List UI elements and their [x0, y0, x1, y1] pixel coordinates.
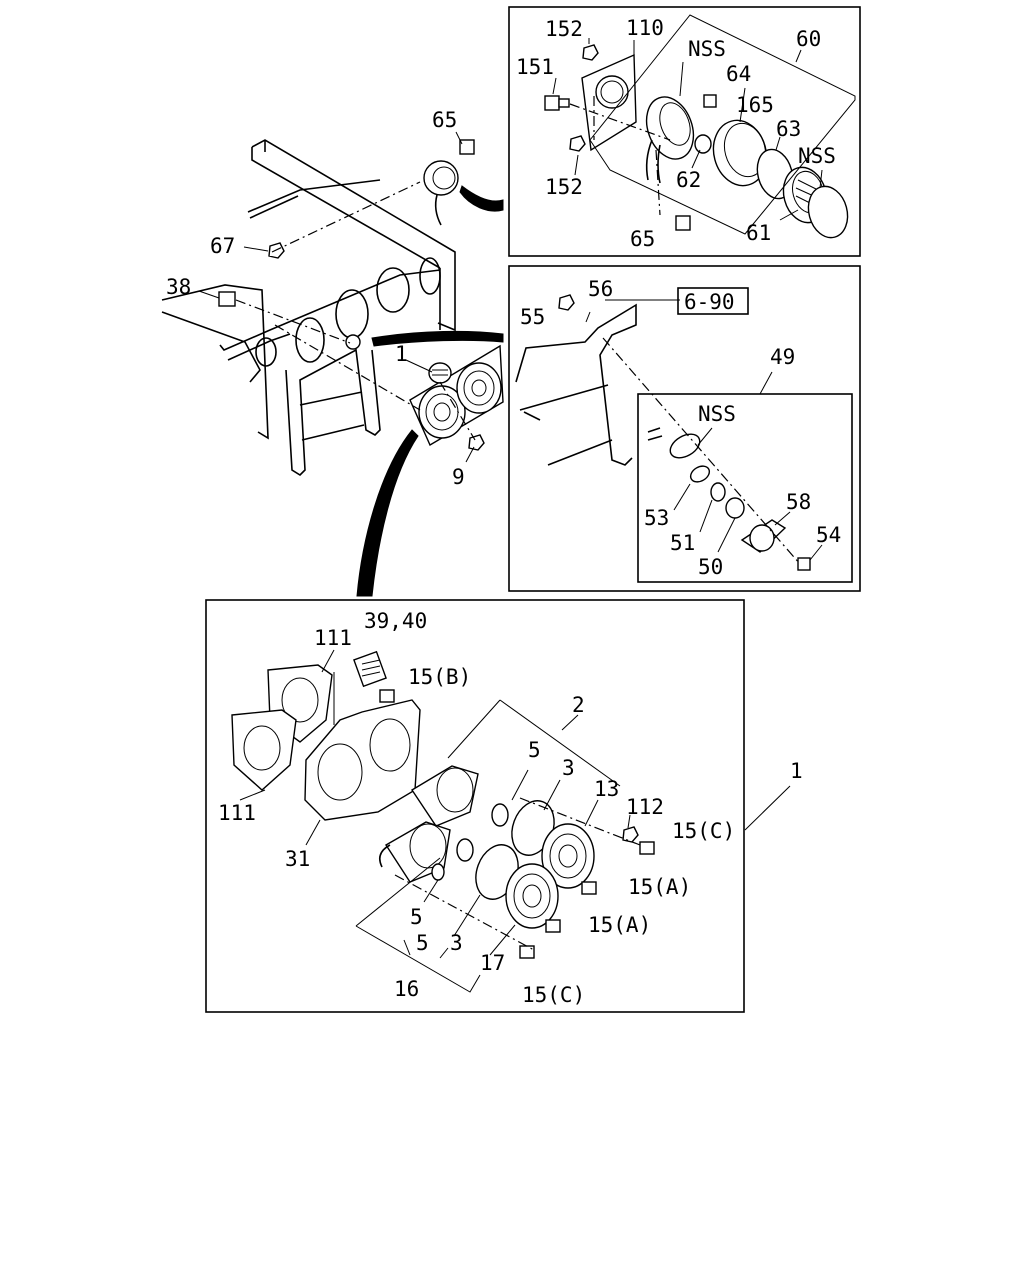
callout-112: 112 [626, 795, 664, 819]
callout-nss: NSS [698, 402, 736, 426]
screw-icon [639, 841, 655, 855]
callout-67: 67 [210, 234, 235, 258]
callout-1: 1 [395, 342, 408, 366]
callout-5: 5 [416, 931, 429, 955]
callout-1: 1 [790, 759, 803, 783]
callout-65: 65 [432, 108, 457, 132]
callout-62: 62 [676, 168, 701, 192]
callout-63: 63 [776, 117, 801, 141]
screw-icon [703, 94, 717, 108]
callout-65: 65 [630, 227, 655, 251]
callout-111: 111 [314, 626, 352, 650]
detail-box-lamp-60 [508, 6, 861, 257]
reference-6-90: 6-90 [684, 290, 735, 314]
bolt-icon [675, 215, 691, 231]
callout-5: 5 [528, 738, 541, 762]
screw-icon [581, 881, 597, 895]
callout-15c: 15(C) [522, 983, 585, 1007]
callout-38: 38 [166, 275, 191, 299]
callout-165: 165 [736, 93, 774, 117]
callout-5: 5 [410, 905, 423, 929]
callout-55: 55 [520, 305, 545, 329]
callout-labels: 152 110 151 60 NSS 64 165 63 NSS 62 152 … [166, 16, 841, 1007]
callout-16: 16 [394, 977, 419, 1001]
bolt-icon [459, 139, 475, 155]
nut-icon [622, 826, 639, 843]
callout-nss: NSS [688, 37, 726, 61]
callout-50: 50 [698, 555, 723, 579]
callout-58: 58 [786, 490, 811, 514]
callout-152: 152 [545, 17, 583, 41]
screw-icon [379, 689, 395, 703]
detail-box-lamp-49 [508, 265, 861, 592]
nut-icon [569, 135, 586, 152]
reference-box [677, 287, 749, 315]
callout-31: 31 [285, 847, 310, 871]
nut-icon [468, 434, 485, 451]
screw-icon [519, 945, 535, 959]
callout-3: 3 [450, 931, 463, 955]
callout-15b: 15(B) [408, 665, 471, 689]
callout-110: 110 [626, 16, 664, 40]
callout-nss: NSS [798, 144, 836, 168]
nut-icon [558, 294, 575, 311]
chassis-frame [161, 131, 504, 597]
bolt-icon [218, 291, 236, 307]
callout-61: 61 [746, 221, 771, 245]
callout-54: 54 [816, 523, 841, 547]
screw-icon [545, 919, 561, 933]
callout-49: 49 [770, 345, 795, 369]
callout-56: 56 [588, 277, 613, 301]
callout-60: 60 [796, 27, 821, 51]
callout-15a: 15(A) [588, 913, 651, 937]
callout-64: 64 [726, 62, 751, 86]
callout-151: 151 [516, 55, 554, 79]
callout-3: 3 [562, 756, 575, 780]
callout-2: 2 [572, 693, 585, 717]
callout-39-40: 39,40 [364, 609, 427, 633]
callout-17: 17 [480, 951, 505, 975]
callout-53: 53 [644, 506, 669, 530]
callout-152: 152 [545, 175, 583, 199]
callout-15a: 15(A) [628, 875, 691, 899]
screw-icon [797, 557, 811, 571]
bolt-icon [544, 95, 570, 111]
nut-icon [582, 44, 599, 61]
callout-9: 9 [452, 465, 465, 489]
callout-15c: 15(C) [672, 819, 735, 843]
detail-box-lamp-1 [205, 599, 791, 1013]
callout-13: 13 [594, 777, 619, 801]
callout-51: 51 [670, 531, 695, 555]
callout-111: 111 [218, 801, 256, 825]
